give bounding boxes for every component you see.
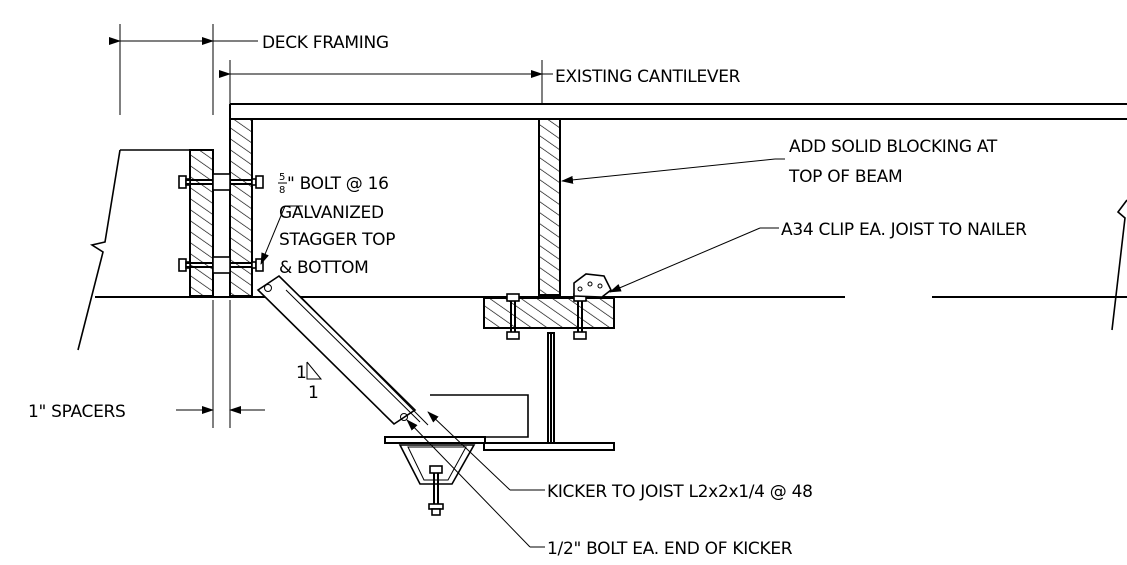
leader-kicker-bolt xyxy=(406,419,545,548)
solid-blocking xyxy=(538,118,561,296)
leader-clip xyxy=(609,227,779,293)
joist-below xyxy=(384,394,529,516)
blocking-note-line1: ADD SOLID BLOCKING AT xyxy=(789,137,998,157)
kicker-note: KICKER TO JOIST L2x2x1/4 @ 48 xyxy=(547,482,813,502)
dimension-existing-cantilever xyxy=(219,60,553,104)
spacer-gap-lines xyxy=(212,300,231,428)
slope-run-text: 1 xyxy=(308,383,319,403)
blocking-note-line2: TOP OF BEAM xyxy=(788,167,902,187)
framing-bolt-top xyxy=(178,173,264,191)
kicker-angle xyxy=(256,274,429,426)
spacers-label: 1" SPACERS xyxy=(28,402,126,422)
nailer xyxy=(483,297,615,329)
framing-bolt-bottom xyxy=(178,256,264,274)
deck-framing-member-inner xyxy=(229,118,253,297)
dimension-deck-framing xyxy=(109,24,258,115)
bolt-fraction-numerator: 5 xyxy=(279,172,285,183)
break-line-left xyxy=(77,149,190,351)
bolt-note: 5 8 " BOLT @ 16 GALVANIZED STAGGER TOP &… xyxy=(278,172,396,278)
steel-beam xyxy=(483,332,615,451)
existing-cantilever-label: EXISTING CANTILEVER xyxy=(555,67,741,87)
nailer-bolts xyxy=(506,293,587,340)
bolt-note-line1: " BOLT @ 16 xyxy=(287,174,389,194)
break-line-right xyxy=(1111,199,1127,331)
a34-clip xyxy=(573,273,613,298)
deck-framing-member-outer xyxy=(189,149,214,297)
leader-kicker xyxy=(427,411,545,491)
bolt-note-line4: & BOTTOM xyxy=(279,258,369,278)
slope-symbol: 1 1 xyxy=(296,361,323,403)
slope-rise-text: 1 xyxy=(296,363,307,383)
kicker-bolt-note: 1/2" BOLT EA. END OF KICKER xyxy=(547,539,793,559)
bolt-fraction-denominator: 8 xyxy=(279,185,285,196)
clip-note: A34 CLIP EA. JOIST TO NAILER xyxy=(781,220,1027,240)
bolt-note-line2: GALVANIZED xyxy=(279,203,384,223)
deck-framing-label: DECK FRAMING xyxy=(262,33,389,53)
leader-framing-bolt xyxy=(260,205,303,265)
leader-blocking xyxy=(561,158,785,184)
bolt-note-line3: STAGGER TOP xyxy=(279,230,395,250)
deck-edges xyxy=(95,103,1127,298)
